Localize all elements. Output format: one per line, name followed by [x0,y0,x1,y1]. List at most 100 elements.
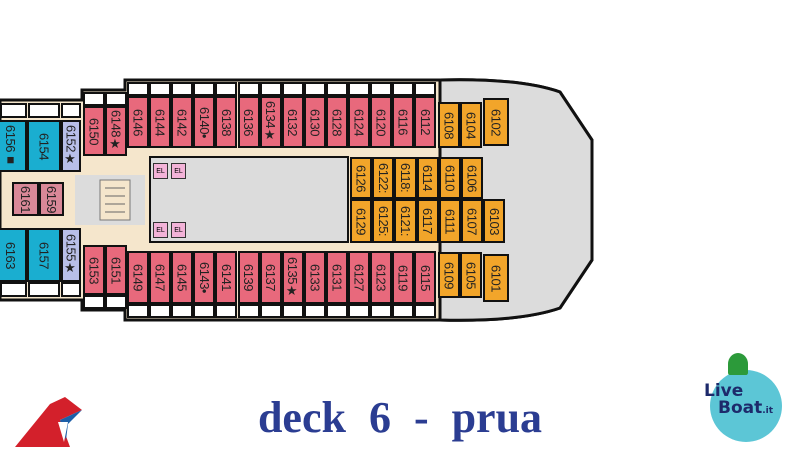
balcony [193,82,216,96]
cabin-6133[interactable]: 6133 [303,251,326,304]
balcony [370,304,393,318]
cabin-6163[interactable]: 6163 [0,228,27,282]
cabin-6150[interactable]: 6150 [83,106,105,156]
cabin-6146[interactable]: 6146 [127,96,150,148]
cabin-6115[interactable]: 6115 [414,251,437,304]
carnival-logo [15,397,82,447]
balcony [348,304,371,318]
balcony [28,103,60,118]
cabin-6118[interactable]: 6118: [394,157,417,199]
balcony [325,82,348,96]
balcony [0,282,27,297]
cabin-6142[interactable]: 6142 [171,96,194,148]
cabin-6154[interactable]: 6154 [27,120,61,172]
cabin-6110[interactable]: 6110 [438,157,461,199]
cabin-6111[interactable]: 6111 [438,199,461,243]
cabin-6103[interactable]: 6103 [483,199,506,243]
cabin-6117[interactable]: 6117 [416,199,439,243]
balcony [303,304,326,318]
balcony [127,304,150,318]
cabin-6112[interactable]: 6112 [414,96,437,148]
balcony [303,82,326,96]
cabin-6128[interactable]: 6128 [325,96,348,148]
balcony [215,304,238,318]
elevator: EL [171,163,186,179]
cabin-6122[interactable]: 6122: [372,157,395,199]
cabin-6145[interactable]: 6145 [171,251,194,304]
balcony [281,304,304,318]
cabin-6144[interactable]: 6144 [149,96,172,148]
balcony [237,82,260,96]
balcony [370,82,393,96]
cabin-6101[interactable]: 6101 [483,254,509,302]
balcony [259,304,282,318]
balcony [281,82,304,96]
balcony [149,304,172,318]
cabin-6147[interactable]: 6147 [149,251,172,304]
cabin-6127[interactable]: 6127 [348,251,371,304]
balcony [149,82,172,96]
cabin-6105[interactable]: 6105 [460,252,482,298]
cabin-6107[interactable]: 6107 [461,199,484,243]
balcony [61,282,81,297]
balcony [414,304,437,318]
balcony [61,103,81,118]
cabin-6132[interactable]: 6132 [281,96,304,148]
balcony [325,304,348,318]
cabin-6129[interactable]: 6129 [350,199,373,243]
balcony [83,92,105,106]
cabin-6135[interactable]: 6135★ [281,251,304,304]
cabin-6153[interactable]: 6153 [83,245,105,295]
balcony [105,295,127,309]
elevator: EL [171,222,186,238]
cabin-6141[interactable]: 6141 [215,251,238,304]
cabin-6156[interactable]: 6156■ [0,120,27,172]
balcony [127,82,150,96]
cabin-6109[interactable]: 6109 [438,252,460,298]
deck-title: deck 6 - prua [257,393,543,442]
cabin-6120[interactable]: 6120 [370,96,393,148]
cabin-6119[interactable]: 6119 [392,251,415,304]
cabin-6134[interactable]: 6134★ [259,96,282,148]
balcony [193,304,216,318]
balcony [259,82,282,96]
cabin-6148[interactable]: 6148★ [105,106,127,156]
balcony [348,82,371,96]
cabin-6139[interactable]: 6139 [237,251,260,304]
balcony [237,304,260,318]
cabin-6152[interactable]: 6152★ [61,120,81,172]
cabin-6159[interactable]: 6159 [39,182,64,216]
cabin-6106[interactable]: 6106 [461,157,484,199]
cabin-6124[interactable]: 6124 [348,96,371,148]
cabin-6114[interactable]: 6114 [416,157,439,199]
cabin-6136[interactable]: 6136 [237,96,260,148]
cabin-6116[interactable]: 6116 [392,96,415,148]
cabin-6138[interactable]: 6138 [215,96,238,148]
cabin-6140[interactable]: 6140• [193,96,216,148]
cabin-6155[interactable]: 6155★ [61,228,81,282]
cabin-6123[interactable]: 6123 [370,251,393,304]
elevator: EL [153,222,168,238]
cabin-6130[interactable]: 6130 [303,96,326,148]
cabin-6157[interactable]: 6157 [27,228,61,282]
cabin-6137[interactable]: 6137 [259,251,282,304]
cabin-6131[interactable]: 6131 [325,251,348,304]
elevator: EL [153,163,168,179]
cabin-6126[interactable]: 6126 [350,157,373,199]
balcony [392,304,415,318]
balcony [83,295,105,309]
cabin-6125[interactable]: 6125: [372,199,395,243]
balcony [105,92,127,106]
cabin-6149[interactable]: 6149 [127,251,150,304]
cabin-6102[interactable]: 6102 [483,98,509,146]
cabin-6121[interactable]: 6121: [394,199,417,243]
balcony [215,82,238,96]
cabin-6151[interactable]: 6151 [105,245,127,295]
balcony [0,103,27,118]
cabin-6161[interactable]: 6161 [12,182,39,216]
cabin-6104[interactable]: 6104 [460,102,482,148]
cabin-6108[interactable]: 6108 [438,102,460,148]
cabin-6143[interactable]: 6143• [193,251,216,304]
balcony [28,282,60,297]
